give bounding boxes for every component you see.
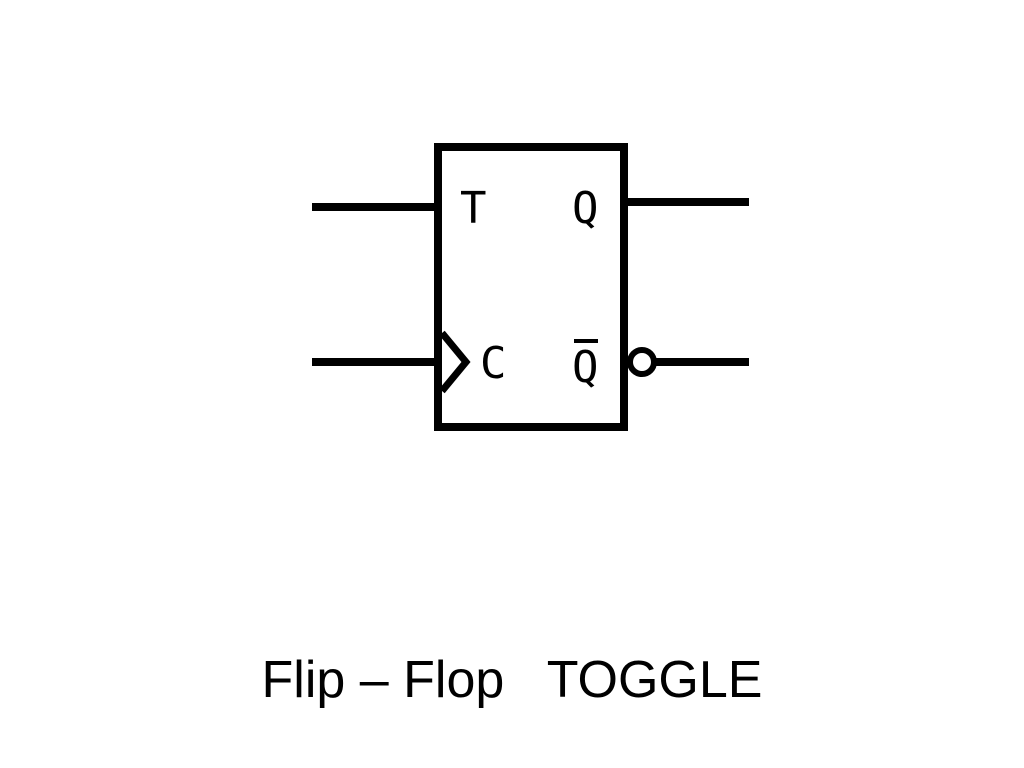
inversion-bubble-icon [627,347,657,377]
q-output-label: Q [572,183,599,234]
q-bar-output-label: Q [572,342,599,393]
clock-triangle-icon [439,330,471,394]
slide-caption: Flip – Flop TOGGLE [261,651,763,709]
toggle-input-label: T [460,183,487,234]
clock-input-label: C [480,338,507,389]
flip-flop-body [434,143,628,431]
